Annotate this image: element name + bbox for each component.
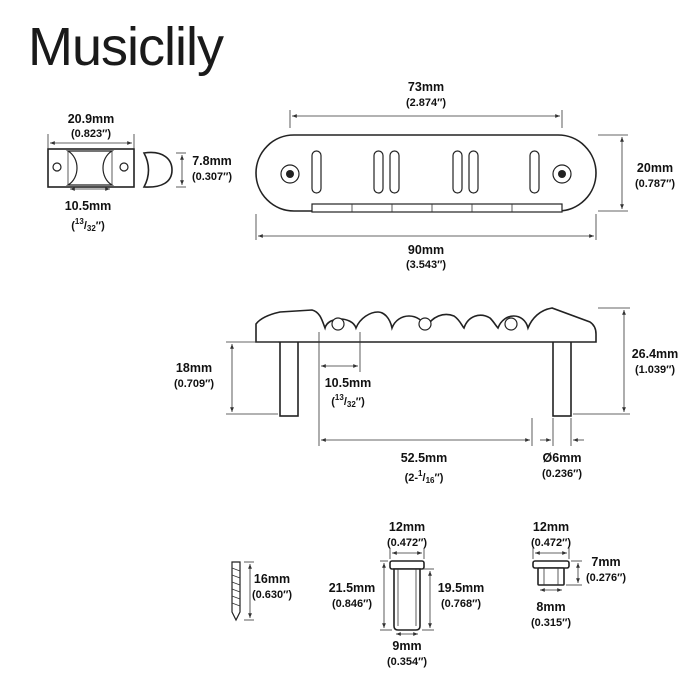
dim-top-width-in: (2.874″) <box>406 97 446 109</box>
bridge-side-view <box>255 307 597 417</box>
dim-bushing-height-mm: 7mm <box>591 555 620 569</box>
dim-saddle-width: 20.9mm (0.823″) <box>47 112 135 149</box>
dim-screw-length-in: (0.630″) <box>252 589 292 601</box>
dim-anchor-right-mm: 19.5mm <box>438 581 485 595</box>
dim-string-spacing: 10.5mm (13/32″) <box>318 332 372 409</box>
dim-saddle-height: 7.8mm (0.307″) <box>176 152 232 188</box>
dim-anchor-right-in: (0.768″) <box>441 598 481 610</box>
dim-saddle-inner: 10.5mm (13/32″) <box>65 187 112 233</box>
dim-string-spacing-in: (13/32″) <box>331 393 365 409</box>
dim-post-spacing: 52.5mm (2-1/16″) <box>318 372 533 485</box>
dim-screw-length-mm: 16mm <box>254 572 290 586</box>
dim-top-width-mm: 73mm <box>408 80 444 94</box>
dim-bushing-bottom: 8mm (0.315″) <box>531 588 571 629</box>
dim-anchor-bottom-in: (0.354″) <box>387 656 427 668</box>
dim-post-height: 18mm (0.709″) <box>174 341 278 415</box>
dim-anchor-top: 12mm (0.472″) <box>387 520 427 559</box>
dim-bushing-bottom-mm: 8mm <box>536 600 565 614</box>
dim-top-length: 90mm (3.543″) <box>255 214 597 271</box>
dim-screw-length: 16mm (0.630″) <box>244 561 292 621</box>
dim-post-height-mm: 18mm <box>176 361 212 375</box>
dim-saddle-inner-in: (13/32″) <box>71 217 105 233</box>
dim-anchor-bottom-mm: 9mm <box>392 639 421 653</box>
dim-anchor-right: 19.5mm (0.768″) <box>422 568 485 631</box>
dim-bushing-top-mm: 12mm <box>533 520 569 534</box>
dim-total-height: 26.4mm (1.039″) <box>573 307 679 415</box>
dim-bushing-height: 7mm (0.276″) <box>566 555 626 586</box>
dim-saddle-height-mm: 7.8mm <box>192 154 232 168</box>
dim-post-height-in: (0.709″) <box>174 378 214 390</box>
dim-anchor-bottom: 9mm (0.354″) <box>387 632 427 668</box>
dim-bushing-bottom-in: (0.315″) <box>531 617 571 629</box>
saddle-detail <box>47 148 173 188</box>
dim-saddle-width-mm: 20.9mm <box>68 112 115 126</box>
dim-bushing-height-in: (0.276″) <box>586 572 626 584</box>
dim-total-height-in: (1.039″) <box>635 364 675 376</box>
dim-post-diameter-mm: Ø6mm <box>543 451 582 465</box>
dim-top-length-mm: 90mm <box>408 243 444 257</box>
dim-anchor-left: 21.5mm (0.846″) <box>329 560 392 631</box>
dim-post-spacing-in: (2-1/16″) <box>405 469 444 485</box>
dim-post-diameter-in: (0.236″) <box>542 468 582 480</box>
dim-top-height-in: (0.787″) <box>635 178 675 190</box>
dim-anchor-top-in: (0.472″) <box>387 537 427 549</box>
dim-post-spacing-mm: 52.5mm <box>401 451 448 465</box>
dim-top-height-mm: 20mm <box>637 161 673 175</box>
bridge-top-view <box>255 134 597 213</box>
dim-string-spacing-mm: 10.5mm <box>325 376 372 390</box>
dim-saddle-height-in: (0.307″) <box>192 171 232 183</box>
dim-bushing-top-in: (0.472″) <box>531 537 571 549</box>
anchor-part <box>389 560 425 631</box>
dim-top-width: 73mm (2.874″) <box>289 80 563 128</box>
dim-anchor-left-mm: 21.5mm <box>329 581 376 595</box>
bushing-part <box>532 560 570 586</box>
brand-title: Musiclily <box>28 17 224 77</box>
dim-total-height-mm: 26.4mm <box>632 347 679 361</box>
dim-saddle-width-in: (0.823″) <box>71 128 111 140</box>
dim-anchor-left-in: (0.846″) <box>332 598 372 610</box>
dim-saddle-inner-mm: 10.5mm <box>65 199 112 213</box>
dim-anchor-top-mm: 12mm <box>389 520 425 534</box>
dim-top-length-in: (3.543″) <box>406 259 446 271</box>
dim-bushing-top: 12mm (0.472″) <box>531 520 571 559</box>
dim-post-diameter: Ø6mm (0.236″) <box>540 418 584 480</box>
screw-part <box>231 561 241 622</box>
dim-top-height: 20mm (0.787″) <box>598 134 675 212</box>
